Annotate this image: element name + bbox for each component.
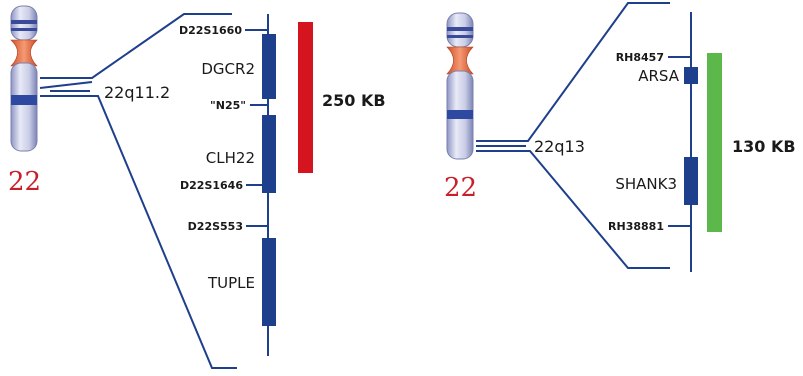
marker-label: D22S1646 xyxy=(180,179,243,192)
left-panel: 22 22q11.2 D22S1660 "N25" D22S1646 D22S5… xyxy=(8,5,386,369)
gene-label: TUPLE xyxy=(207,274,255,292)
deletion-size-right: 130 KB xyxy=(732,137,796,156)
gene-block xyxy=(262,115,276,193)
zoom-guide-lines-right xyxy=(476,1,670,269)
gene-label: DGCR2 xyxy=(201,60,255,78)
band-label-left: 22q11.2 xyxy=(104,83,170,102)
marker-label: RH8457 xyxy=(616,51,664,64)
gene-block xyxy=(684,157,698,205)
deletion-bar-left xyxy=(298,22,313,173)
chromosome-22-ideogram-left xyxy=(10,5,38,152)
deletion-bar-right xyxy=(707,53,722,232)
marker-label: "N25" xyxy=(210,99,246,112)
gene-label: CLH22 xyxy=(206,149,255,167)
band-label-right: 22q13 xyxy=(534,137,585,156)
chromosome-22-ideogram-right xyxy=(446,12,474,160)
zoom-guide-lines-left xyxy=(39,13,237,369)
right-panel: 22 22q13 RH8457 RH38881 ARSA SHANK3 130 … xyxy=(444,1,796,272)
gene-block xyxy=(262,34,276,99)
chromosome-number-right: 22 xyxy=(444,173,477,203)
gene-label: ARSA xyxy=(638,67,679,85)
gene-label: SHANK3 xyxy=(615,175,677,193)
gene-block xyxy=(684,67,698,84)
chromosome-number-left: 22 xyxy=(8,167,41,197)
marker-label: D22S1660 xyxy=(179,24,242,37)
deletion-size-left: 250 KB xyxy=(322,91,386,110)
marker-label: RH38881 xyxy=(608,220,664,233)
gene-block xyxy=(262,238,276,326)
marker-label: D22S553 xyxy=(188,220,243,233)
